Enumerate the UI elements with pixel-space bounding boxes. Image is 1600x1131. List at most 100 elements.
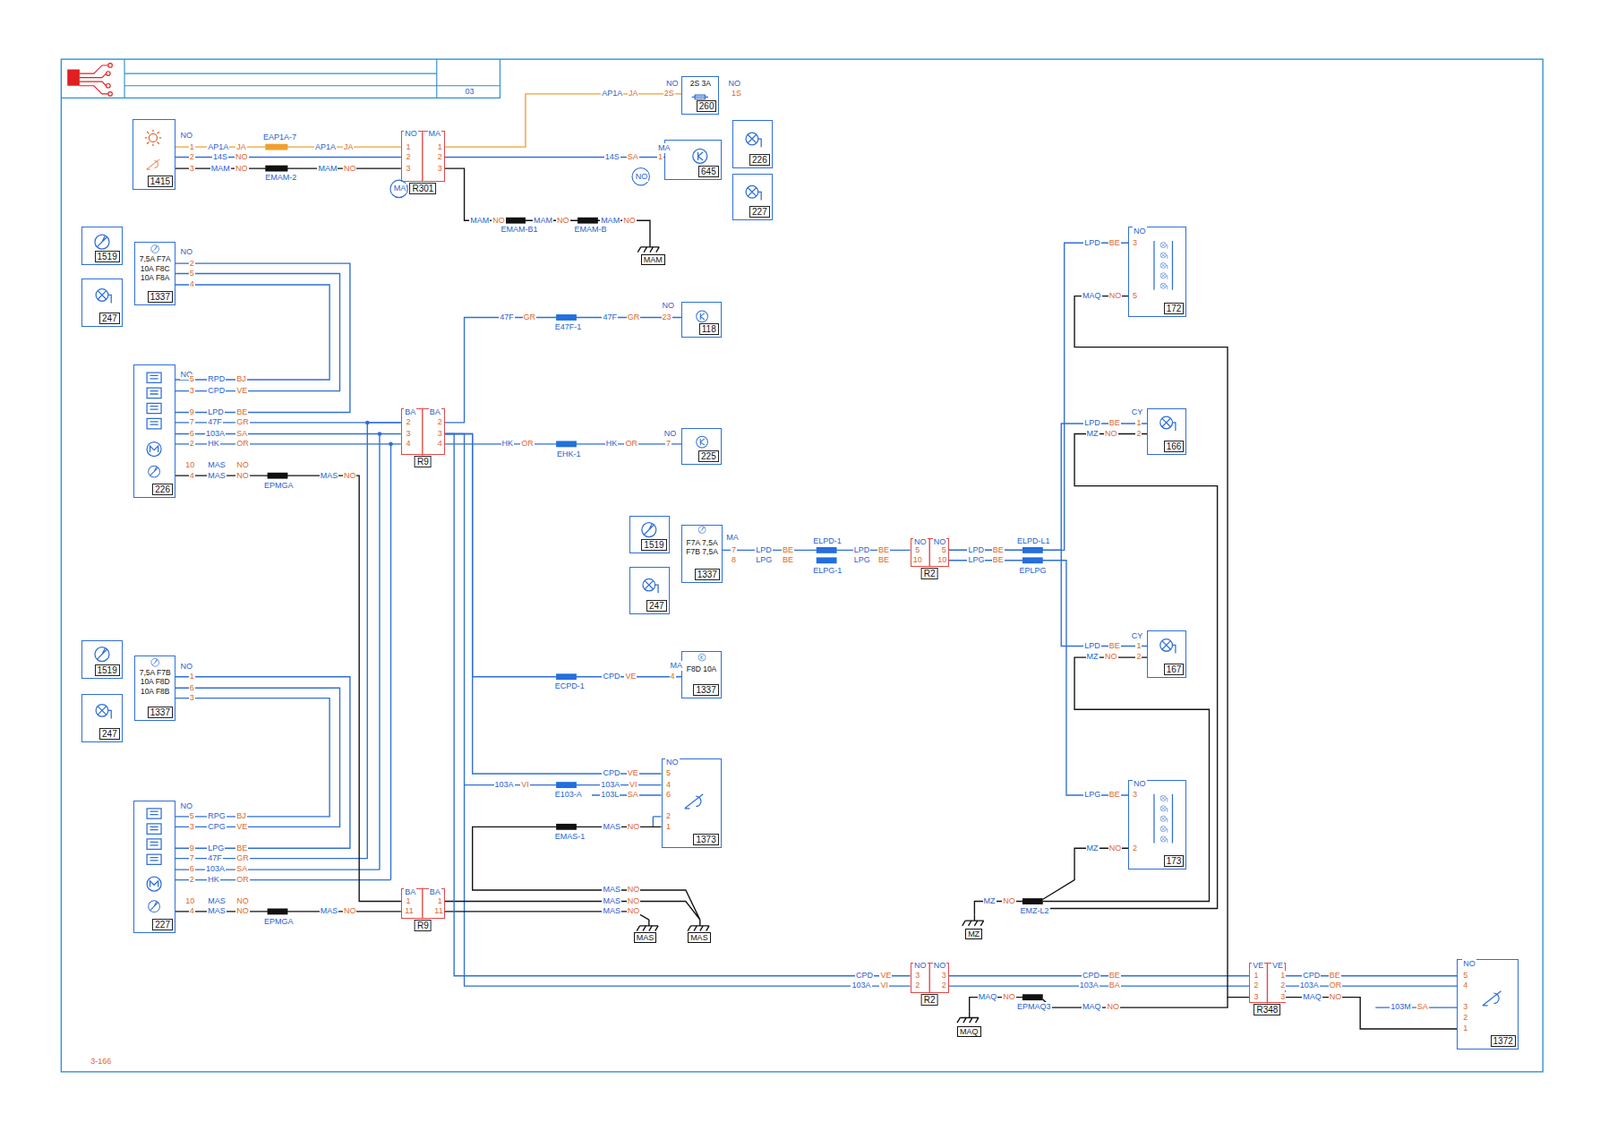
gauge-symbol — [151, 658, 160, 667]
component-box: 166 — [1146, 408, 1187, 455]
wire-name: EMZ-L2 — [1019, 906, 1051, 916]
title-block — [60, 59, 500, 98]
pin-number: 3 — [404, 163, 411, 174]
ground-label: MZ — [965, 928, 983, 940]
wire-name: MA — [393, 183, 408, 194]
ground-symbol — [636, 240, 984, 1023]
wire-color: SA — [626, 789, 640, 800]
pin-number: 1 — [1462, 1023, 1469, 1034]
splice — [265, 144, 1043, 1001]
reference-circle — [390, 168, 650, 198]
wire-name: 103A — [494, 779, 515, 790]
wire-name: 47F — [206, 417, 223, 428]
wire-color: NO — [235, 460, 250, 471]
wire-connector — [444, 443, 682, 445]
gauge-symbol — [94, 647, 110, 662]
fuse-rating: 7,5A F7A — [139, 254, 172, 264]
wire-color: NO — [342, 906, 358, 916]
wire-color: BE — [235, 407, 249, 418]
wire-name: MAM — [469, 215, 490, 226]
component-box: 1519 — [81, 640, 123, 679]
wire-name: MZ — [1086, 651, 1100, 662]
lamp-symbol — [95, 289, 112, 304]
wire-name: 47F — [498, 312, 515, 323]
pin-number: 1 — [1279, 970, 1286, 981]
ground-symbol — [962, 914, 984, 926]
component-box: 247 — [81, 278, 123, 327]
ground-label: MAQ — [957, 1026, 982, 1037]
wire-name: NO — [913, 960, 928, 971]
headlamp-symbol — [146, 387, 162, 398]
splice — [816, 556, 838, 564]
pin-number: 1 — [436, 896, 444, 907]
wire-name: EMAM-B1 — [499, 224, 539, 235]
wire — [175, 156, 402, 158]
lamp-symbol — [745, 132, 762, 147]
wire-name: EPMGA — [263, 916, 295, 927]
wire-name: RPD — [206, 374, 226, 385]
wire-name: MAS — [206, 460, 227, 471]
wire-color: NO — [1108, 290, 1123, 301]
pin-number: 3 — [1279, 992, 1286, 1002]
wire-color: OR — [520, 438, 535, 449]
pin-number: 1 — [1253, 970, 1260, 981]
pin-number: 2 — [1135, 428, 1142, 439]
wire-name: LPD — [206, 407, 225, 418]
pin-number: 1 — [436, 142, 444, 153]
pin-number: 6 — [188, 683, 196, 694]
component-number: R2 — [921, 567, 939, 580]
wire-name: CPG — [206, 821, 227, 832]
wire-name: MAS — [206, 470, 227, 481]
gauge-symbol — [641, 522, 657, 538]
pin-number: 2 — [914, 980, 921, 991]
wire-name: MAS — [206, 906, 227, 916]
component-number: 1337 — [147, 706, 173, 719]
wire-connector — [949, 560, 1130, 796]
fuse-rating: F8D 10A — [686, 664, 718, 674]
component-box: 225 — [681, 427, 721, 465]
pin-number: 8 — [730, 555, 737, 565]
splice — [265, 165, 288, 172]
component-number: R9 — [414, 455, 432, 468]
wire-name: MAM — [532, 215, 554, 226]
ground-symbol — [637, 240, 659, 253]
wire-color: VE — [624, 671, 637, 682]
wire-name: 14S — [212, 152, 229, 163]
pin-number: 10 — [184, 460, 196, 471]
wire-name: LPD — [754, 545, 773, 556]
pin-number: 5 — [941, 545, 948, 556]
pin-number: 4 — [669, 671, 676, 682]
fuse-rating: 10A F8A — [140, 273, 171, 283]
relay-symbol — [698, 653, 706, 661]
wire-color: NO — [1328, 992, 1344, 1002]
wire-name: LPD — [1083, 418, 1102, 428]
wire-name: LPD — [1083, 238, 1102, 249]
pin-number: 4 — [665, 779, 672, 790]
sheet-number: 03 — [464, 86, 476, 97]
junction-dot — [365, 420, 394, 446]
junction-dot — [377, 431, 383, 437]
lamp-symbol — [1160, 826, 1168, 833]
wire-name: LPD — [966, 545, 985, 556]
wire-color: JA — [627, 88, 640, 99]
lamp-symbol — [1160, 805, 1168, 813]
wire-connector — [175, 676, 351, 849]
pin-number: 4 — [188, 279, 196, 290]
pin-number: 2 — [188, 258, 196, 269]
pin-number: 2 — [436, 417, 444, 428]
pin-number: 5 — [1462, 970, 1469, 981]
component-box: 167 — [1146, 630, 1187, 677]
component-box: 247 — [629, 566, 669, 616]
wire-name: 103A — [850, 980, 872, 991]
wire-name: E47F-1 — [554, 322, 583, 333]
component-box: 247 — [81, 693, 123, 743]
wire-name: 103A — [205, 428, 226, 439]
wire-name: NO — [665, 757, 680, 768]
wire — [175, 273, 340, 391]
wire-name: VE — [1251, 960, 1265, 971]
pin-number: 4 — [404, 438, 411, 449]
wire-name: EAP1A-7 — [262, 132, 298, 143]
wire-name: NO — [1132, 226, 1147, 237]
fuse-rating: F7A 7,5A — [686, 538, 719, 548]
ground-wire — [969, 997, 1458, 1029]
